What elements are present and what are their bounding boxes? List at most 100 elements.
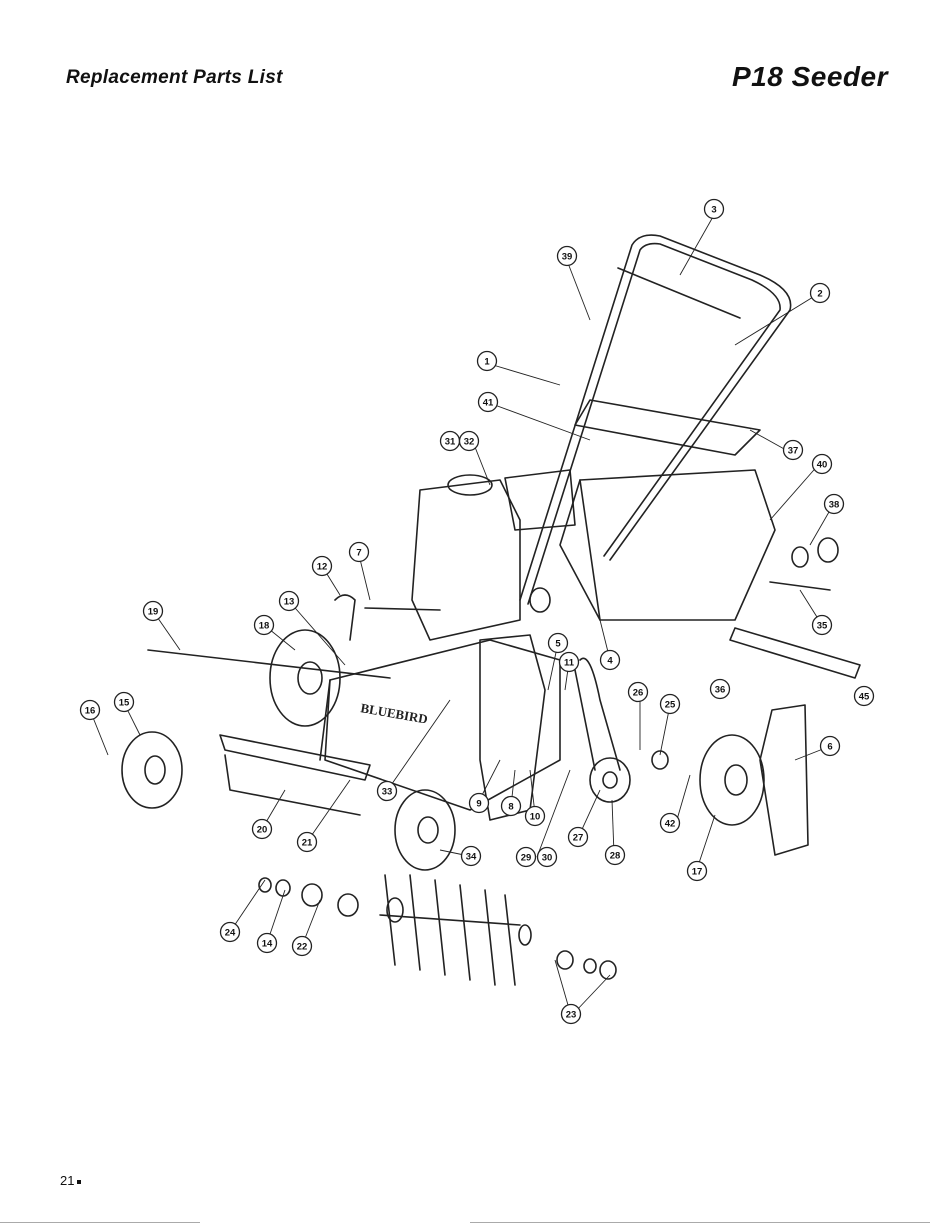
callout-41: 41 <box>479 393 498 412</box>
callout-label: 37 <box>788 445 799 456</box>
callout-15: 15 <box>115 693 134 712</box>
callout-label: 17 <box>692 866 703 877</box>
lever <box>365 608 440 610</box>
callout-28: 28 <box>606 846 625 865</box>
rate-dial <box>818 538 838 562</box>
axle-rod <box>148 650 390 678</box>
callout-22: 22 <box>293 937 312 956</box>
callout-label: 9 <box>476 798 481 809</box>
callout-label: 19 <box>148 606 159 617</box>
callout-20: 20 <box>253 820 272 839</box>
callout-label: 28 <box>610 850 621 861</box>
callout-label: 42 <box>665 818 676 829</box>
callout-6: 6 <box>821 737 840 756</box>
callout-39: 39 <box>558 247 577 266</box>
hopper <box>580 470 775 620</box>
callout-label: 23 <box>566 1009 577 1020</box>
callout-label: 18 <box>259 620 270 631</box>
callout-32: 32 <box>460 432 479 451</box>
callout-10: 10 <box>526 807 545 826</box>
callout-label: 31 <box>445 436 456 447</box>
rear-frame <box>220 735 370 780</box>
callout-label: 8 <box>508 801 513 812</box>
callout-label: 29 <box>521 852 532 863</box>
callout-4: 4 <box>601 651 620 670</box>
callout-31: 31 <box>441 432 460 451</box>
callout-34: 34 <box>462 847 481 866</box>
wheel-front-center <box>395 790 455 870</box>
callout-8: 8 <box>502 797 521 816</box>
callout-label: 38 <box>829 499 840 510</box>
callout-29: 29 <box>517 848 536 867</box>
footer-rule-left <box>0 1222 200 1223</box>
callout-label: 15 <box>119 697 130 708</box>
callout-label: 26 <box>633 687 644 698</box>
callout-37: 37 <box>784 441 803 460</box>
callout-label: 22 <box>297 941 308 952</box>
callout-30: 30 <box>538 848 557 867</box>
callout-label: 14 <box>262 938 273 949</box>
wheel-left-main <box>270 630 340 726</box>
callout-1: 1 <box>478 352 497 371</box>
engine <box>412 480 520 640</box>
callout-label: 39 <box>562 251 573 262</box>
callout-label: 7 <box>356 547 361 558</box>
deck-frame <box>325 640 560 810</box>
callout-9: 9 <box>470 794 489 813</box>
page-footer: 21 <box>60 1173 81 1188</box>
callout-label: 11 <box>564 657 575 668</box>
callout-17: 17 <box>688 862 707 881</box>
callout-45: 45 <box>855 687 874 706</box>
callout-label: 32 <box>464 436 475 447</box>
callout-label: 35 <box>817 620 828 631</box>
drive-belt <box>575 658 620 770</box>
callout-40: 40 <box>813 455 832 474</box>
callout-label: 5 <box>555 638 561 649</box>
callout-group: 1234567891011121314151617181920212223242… <box>81 200 874 1024</box>
callout-23: 23 <box>562 1005 581 1024</box>
callout-label: 3 <box>711 204 716 215</box>
callout-label: 25 <box>665 699 676 710</box>
callout-11: 11 <box>560 653 579 672</box>
bullet-icon <box>77 1180 81 1184</box>
callout-14: 14 <box>258 934 277 953</box>
brand-logo: BLUEBIRD <box>359 700 428 727</box>
pulley <box>590 758 630 802</box>
callout-label: 20 <box>257 824 268 835</box>
callout-label: 16 <box>85 705 96 716</box>
callout-label: 12 <box>317 561 328 572</box>
callout-label: 21 <box>302 837 313 848</box>
callout-3: 3 <box>705 200 724 219</box>
metering-plate <box>730 628 860 678</box>
callout-label: 2 <box>817 288 822 299</box>
callout-5: 5 <box>549 634 568 653</box>
callout-18: 18 <box>255 616 274 635</box>
callout-27: 27 <box>569 828 588 847</box>
callout-2: 2 <box>811 284 830 303</box>
callout-7: 7 <box>350 543 369 562</box>
callout-label: 45 <box>859 691 870 702</box>
callout-19: 19 <box>144 602 163 621</box>
knob <box>335 595 355 640</box>
callout-12: 12 <box>313 557 332 576</box>
tine-reel <box>380 875 531 985</box>
callout-16: 16 <box>81 701 100 720</box>
callout-38: 38 <box>825 495 844 514</box>
page-number: 21 <box>60 1173 74 1188</box>
callout-36: 36 <box>711 680 730 699</box>
callout-label: 33 <box>382 786 393 797</box>
callout-label: 30 <box>542 852 553 863</box>
wheel-right <box>700 735 764 825</box>
callout-label: 24 <box>225 927 236 938</box>
callout-24: 24 <box>221 923 240 942</box>
footer-rule-right <box>470 1222 930 1223</box>
callout-label: 27 <box>573 832 584 843</box>
callout-26: 26 <box>629 683 648 702</box>
callout-42: 42 <box>661 814 680 833</box>
callout-label: 10 <box>530 811 541 822</box>
wheel-rear-left <box>122 732 182 808</box>
callout-label: 41 <box>483 397 494 408</box>
callout-label: 1 <box>484 356 490 367</box>
callout-label: 13 <box>284 596 295 607</box>
